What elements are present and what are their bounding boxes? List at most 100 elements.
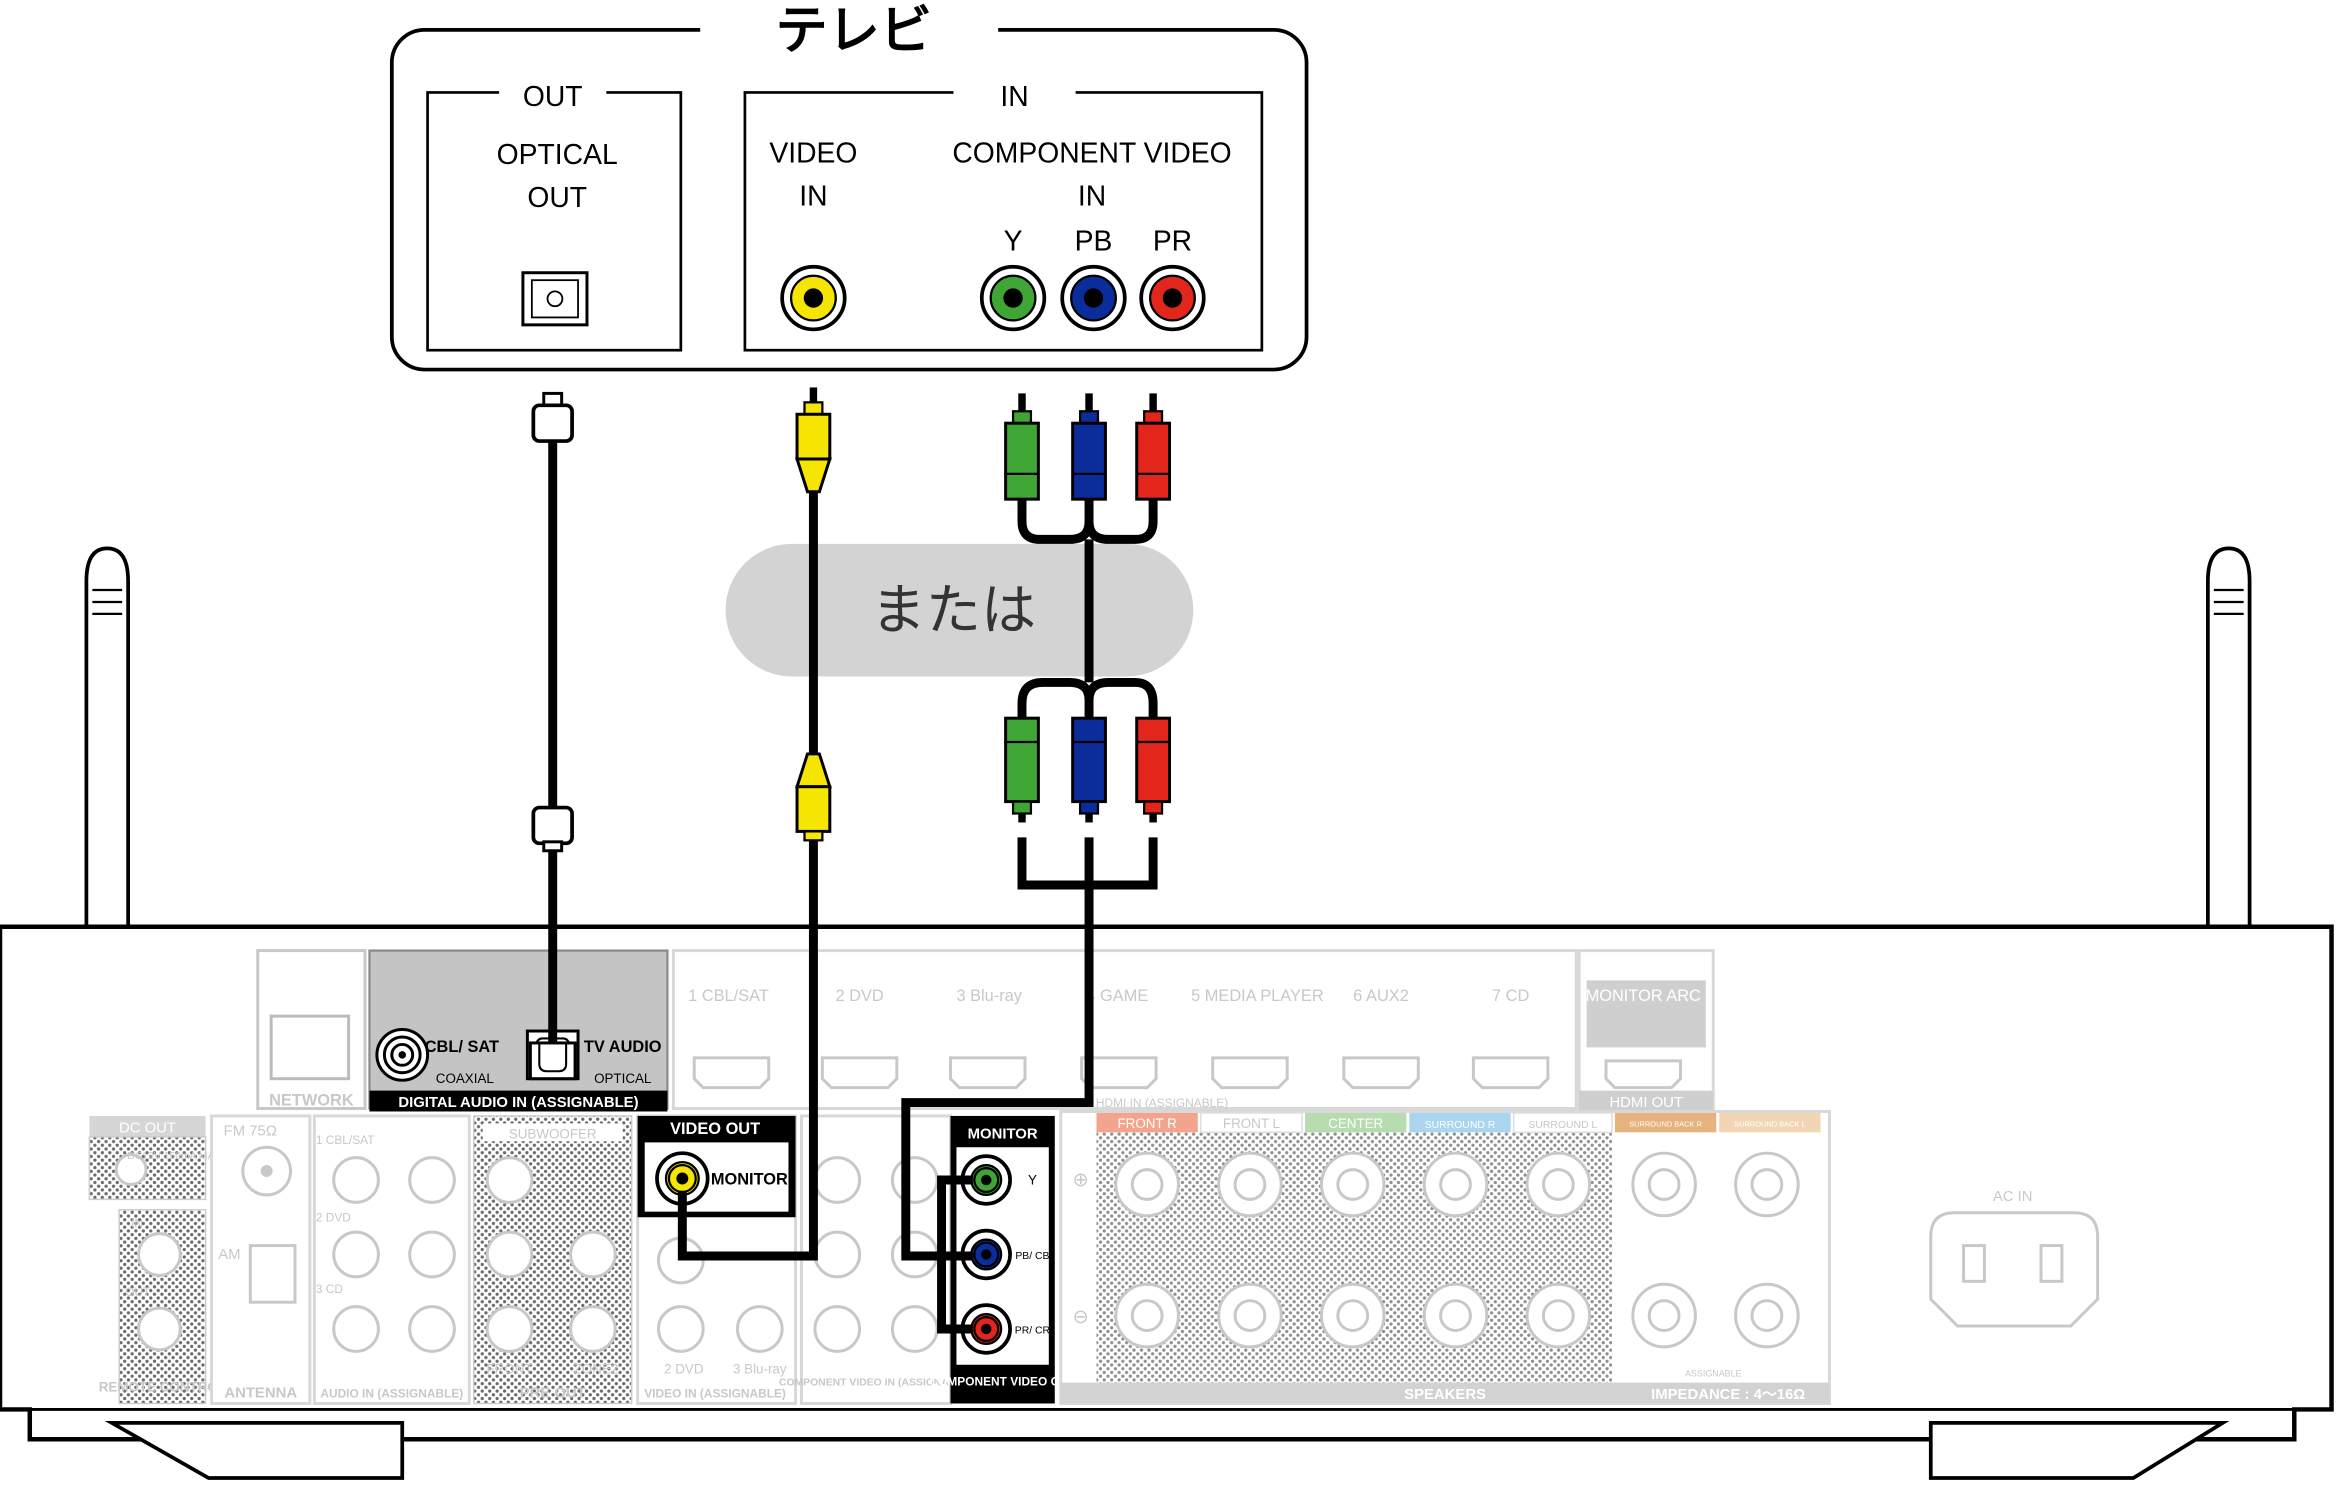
svg-text:⊕: ⊕	[1073, 1169, 1089, 1191]
speaker-surround-back-r-label: SURROUND BACK R	[1629, 1119, 1702, 1128]
component-video-in-panel: COMPONENT VIDEO IN (ASSIGNABLE)	[779, 1114, 973, 1405]
dc-out-label: DC OUT	[119, 1120, 176, 1136]
dc-spec-label: DC12V 150mA MAX.	[127, 1151, 224, 1162]
hdmi-in-1-label: 1 CBL/SAT	[688, 987, 769, 1005]
video-out-monitor-label: MONITOR	[711, 1170, 788, 1188]
receiver-jack-overlays	[528, 1041, 1000, 1343]
foot-left	[104, 1420, 405, 1480]
remote-control-panel: IN OUT REMOTE CONTROL	[99, 1209, 226, 1405]
component-cable	[901, 393, 1171, 1334]
tv-optical-out-label-1: OPTICAL	[497, 138, 618, 170]
tv-video-in-label-2: IN	[799, 180, 827, 212]
audio-in-label: AUDIO IN (ASSIGNABLE)	[320, 1387, 463, 1401]
speaker-surround-r-label: SURROUND R	[1425, 1120, 1496, 1131]
pre-out-label: PRE OUT	[520, 1386, 586, 1402]
speaker-surround-back-l-label: SURROUND BACK L	[1734, 1119, 1806, 1128]
hdmi-in-7-label: 7 CD	[1492, 987, 1529, 1005]
component-pb-label: PB/ CB	[1015, 1251, 1049, 1262]
component-plug-red-top	[1135, 393, 1171, 501]
tv-out-section-label: OUT	[523, 80, 583, 112]
digital-audio-in-panel: DIGITAL AUDIO IN (ASSIGNABLE) CBL/ SAT C…	[368, 949, 669, 1112]
hdmi-out-panel: MONITOR ARC HDMI OUT	[1577, 949, 1715, 1112]
antenna-panel: FM 75Ω AM ANTENNA	[210, 1114, 312, 1405]
speakers-panel: ⊕ ⊖ FRONT R FRONT L CENTER SURROUND R SU…	[1059, 1109, 1831, 1405]
tv-component-label-1: COMPONENT VIDEO	[952, 136, 1231, 168]
tv-video-in-jack	[780, 264, 847, 332]
front-label: FRONT	[486, 1362, 532, 1377]
speaker-center-label: CENTER	[1328, 1116, 1383, 1131]
component-plug-blue-bottom	[1071, 716, 1107, 823]
speaker-surround-l-label: SURROUND L	[1528, 1120, 1597, 1131]
digital-audio-in-label: DIGITAL AUDIO IN (ASSIGNABLE)	[398, 1095, 638, 1111]
tv-component-pb-jack	[1060, 264, 1127, 332]
tv-jack-y-label: Y	[1004, 224, 1023, 256]
optical-plug-bottom	[531, 805, 574, 853]
coaxial-jack	[375, 1028, 430, 1082]
network-port: NETWORK	[256, 949, 367, 1110]
antenna-label: ANTENNA	[224, 1386, 297, 1402]
optical-label: OPTICAL	[594, 1071, 651, 1086]
component-plug-blue-top	[1071, 393, 1107, 501]
optical-plug-top	[531, 391, 574, 443]
tv-jack-pr-label: PR	[1153, 224, 1192, 256]
component-plug-green-bottom	[1004, 716, 1040, 823]
speakers-label: SPEAKERS	[1404, 1387, 1486, 1403]
video-out-panel: VIDEO OUT MONITOR	[637, 1115, 796, 1218]
hdmi-in-4-label: 4 GAME	[1086, 987, 1148, 1005]
speaker-front-r-label: FRONT R	[1118, 1116, 1178, 1131]
tv-optical-out-jack	[521, 271, 589, 327]
optical-cable	[531, 391, 574, 1052]
audio-in-3-label: 3 CD	[316, 1282, 344, 1296]
foot-right	[1928, 1420, 2230, 1480]
tv-component-y-jack	[979, 264, 1047, 332]
svg-text:⊖: ⊖	[1073, 1306, 1089, 1328]
component-monitor-label: MONITOR	[968, 1126, 1038, 1142]
tv-video-in-label-1: VIDEO	[769, 136, 857, 168]
hdmi-out-label: HDMI OUT	[1609, 1095, 1683, 1111]
fm-label: FM 75Ω	[224, 1123, 277, 1139]
zone2-label: ZONE2	[574, 1362, 619, 1377]
hdmi-in-panel: 1 CBL/SAT 2 DVD 3 Blu-ray 4 GAME 5 MEDIA…	[671, 949, 1578, 1110]
hdmi-in-2-label: 2 DVD	[835, 987, 883, 1005]
component-y-label: Y	[1028, 1172, 1037, 1187]
video-in-2-label: 2 DVD	[664, 1362, 704, 1377]
tv-component-label-2: IN	[1078, 180, 1106, 212]
or-label: または	[871, 579, 1036, 641]
am-label: AM	[218, 1247, 240, 1263]
receiver-rear-panel: NETWORK DIGITAL AUDIO IN (ASSIGNABLE) CB…	[0, 546, 2334, 1480]
component-plug-green-top	[1004, 393, 1040, 501]
video-cable	[677, 387, 832, 1261]
component-plug-red-bottom	[1135, 716, 1171, 823]
tv-panel: テレビ OUT OPTICAL OUT IN VIDEO IN COMPONEN…	[389, 2, 1309, 372]
audio-in-2-label: 2 DVD	[316, 1211, 351, 1225]
ac-in-panel: AC IN	[1929, 1189, 2100, 1328]
video-plug-top	[795, 387, 832, 494]
impedance-label: IMPEDANCE : 4〜16Ω	[1651, 1387, 1805, 1403]
coax-cbl-sat-label: CBL/ SAT	[425, 1038, 499, 1056]
video-in-label: VIDEO IN (ASSIGNABLE)	[644, 1387, 786, 1401]
audio-in-1-label: 1 CBL/SAT	[316, 1133, 375, 1147]
network-label: NETWORK	[269, 1092, 354, 1110]
hdmi-in-5-label: 5 MEDIA PLAYER	[1191, 987, 1324, 1005]
remote-out-label: OUT	[125, 1285, 150, 1299]
video-in-3-label: 3 Blu-ray	[733, 1362, 787, 1377]
component-video-in-label: COMPONENT VIDEO IN (ASSIGNABLE)	[779, 1378, 973, 1389]
tv-in-section-label: IN	[1000, 80, 1028, 112]
pre-out-panel: SUBWOOFER FRONT ZONE2 PRE OUT	[473, 1115, 633, 1405]
tv-title: テレビ	[775, 2, 931, 60]
video-out-label: VIDEO OUT	[670, 1120, 760, 1138]
remote-in-label: IN	[131, 1217, 143, 1231]
or-bubble: または	[725, 543, 1194, 677]
component-pr-label: PR/ CR	[1015, 1325, 1051, 1336]
assignable-label: ASSIGNABLE	[1685, 1369, 1742, 1379]
hdmi-in-label: HDMI IN (ASSIGNABLE)	[1096, 1096, 1228, 1110]
coax-label: COAXIAL	[436, 1071, 494, 1086]
subwoofer-label: SUBWOOFER	[509, 1126, 597, 1141]
dc-out-panel: DC OUT DC12V 150mA MAX.	[88, 1115, 224, 1201]
video-plug-bottom	[795, 752, 832, 842]
tv-jack-pb-label: PB	[1075, 224, 1113, 256]
component-video-out-label: COMPONENT VIDEO OUT	[930, 1375, 1077, 1389]
monitor-arc-label: MONITOR ARC	[1586, 987, 1701, 1005]
tv-audio-label: TV AUDIO	[584, 1038, 662, 1056]
